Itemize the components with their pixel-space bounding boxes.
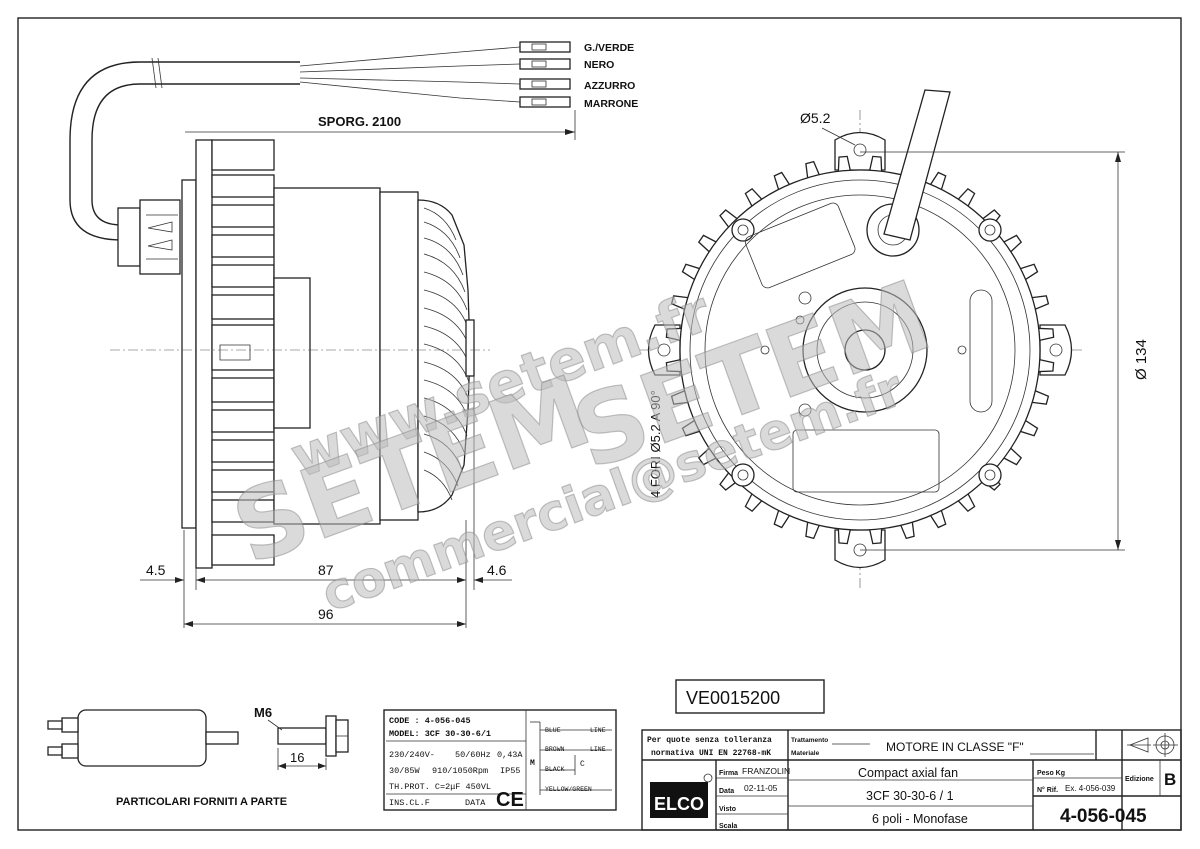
dim-m6: M6	[254, 705, 272, 720]
cooling-fins	[211, 139, 275, 566]
label-insulation: INS.CL.F	[389, 798, 430, 808]
wire-line1: LINE	[590, 727, 606, 734]
visto-label: Visto	[719, 806, 736, 813]
ref-value: Ex. 4-056-039	[1065, 784, 1116, 793]
ref-label: N° Rif.	[1037, 786, 1058, 794]
accessories-caption: PARTICOLARI FORNITI A PARTE	[116, 796, 287, 808]
label-power: 30/85W	[389, 766, 421, 776]
code-box	[675, 679, 825, 714]
firma-label: Firma	[719, 770, 738, 777]
dim-4-5: 4.5	[146, 562, 166, 578]
dim-87: 87	[318, 562, 334, 578]
weight-label: Peso Kg	[1037, 770, 1065, 777]
wire-yellow-green: YELLOW/GREEN	[545, 786, 592, 793]
rating-label: CODE : 4-056-045 MODEL: 3CF 30-30-6/1 23…	[383, 709, 617, 811]
wire-label-green: G./VERDE	[584, 42, 634, 54]
capacitor	[77, 709, 207, 767]
tolerance-line2: normativa UNI EN 22768-mK	[651, 749, 771, 758]
ce-mark: CE	[496, 789, 524, 811]
elco-logo	[650, 782, 708, 818]
title-block: Per quote senza tolleranza normativa UNI…	[641, 729, 1182, 831]
wire-terminals	[519, 41, 571, 108]
code-number: VE0015200	[686, 688, 780, 708]
wire-brown: BROWN	[545, 746, 565, 753]
holes-note: 4 FORI Ø5.2 A 90°	[648, 390, 663, 498]
projection-symbol	[1127, 733, 1178, 757]
label-model: MODEL: 3CF 30-30-6/1	[389, 729, 491, 739]
title-line2: 3CF 30-30-6 / 1	[866, 789, 954, 803]
label-current: 0,43A	[497, 750, 523, 760]
motor-symbol: M	[530, 759, 535, 768]
tolerance-line1: Per quote senza tolleranza	[647, 736, 772, 745]
dim-hole-5-2: Ø5.2	[800, 110, 831, 126]
dim-diameter-134: Ø 134	[1133, 339, 1150, 380]
dim-4-6: 4.6	[487, 562, 507, 578]
wire-c: C	[580, 760, 585, 769]
firma-value: FRANZOLIN	[742, 766, 790, 776]
sheet-border	[17, 17, 1182, 831]
material-label: Materiale	[791, 750, 820, 757]
front-view: Ø 134 Ø5.2 4 FORI Ø5.2 A 90°	[640, 89, 1150, 590]
label-code: CODE : 4-056-045	[389, 716, 471, 726]
screw-holes	[731, 218, 1002, 487]
wire-label-black: NERO	[584, 59, 614, 71]
edition-value: B	[1164, 770, 1176, 789]
wire-label-brown: MARRONE	[584, 98, 638, 110]
drawing-number: 4-056-045	[1060, 806, 1147, 827]
label-voltage: 230/240V-	[389, 750, 435, 760]
title-line1: Compact axial fan	[858, 766, 958, 780]
label-rpm: 910/1050Rpm	[432, 766, 488, 776]
wire-blue: BLUE	[545, 727, 561, 734]
title-line3: 6 poli - Monofase	[872, 812, 968, 826]
label-data: DATA	[465, 798, 486, 808]
wire-black: BLACK	[545, 766, 565, 773]
scala-label: Scala	[719, 823, 737, 830]
label-ip: IP55	[500, 766, 520, 776]
dim-96: 96	[318, 606, 334, 622]
dim-16: 16	[290, 750, 304, 765]
wire-line2: LINE	[590, 746, 606, 753]
accessories: PARTICOLARI FORNITI A PARTE M6 16	[47, 705, 349, 808]
edition-label: Edizione	[1125, 776, 1154, 783]
elco-logo-text: ELCO	[654, 794, 704, 814]
wire-label-blue: AZZURRO	[584, 80, 635, 92]
label-thermal: TH.PROT. C=2μF 450VL	[389, 782, 491, 792]
side-view: G./VERDE NERO AZZURRO MARRONE SPORG. 210…	[69, 41, 638, 628]
data-value: 02-11-05	[744, 783, 778, 793]
data-label: Data	[719, 788, 734, 795]
motor-class: MOTORE IN CLASSE "F"	[886, 740, 1024, 754]
treatment-label: Trattamento	[791, 737, 828, 744]
m6-stud	[277, 727, 327, 745]
label-frequency: 50/60Hz	[455, 750, 491, 760]
sporg-dimension: SPORG. 2100	[318, 114, 401, 129]
